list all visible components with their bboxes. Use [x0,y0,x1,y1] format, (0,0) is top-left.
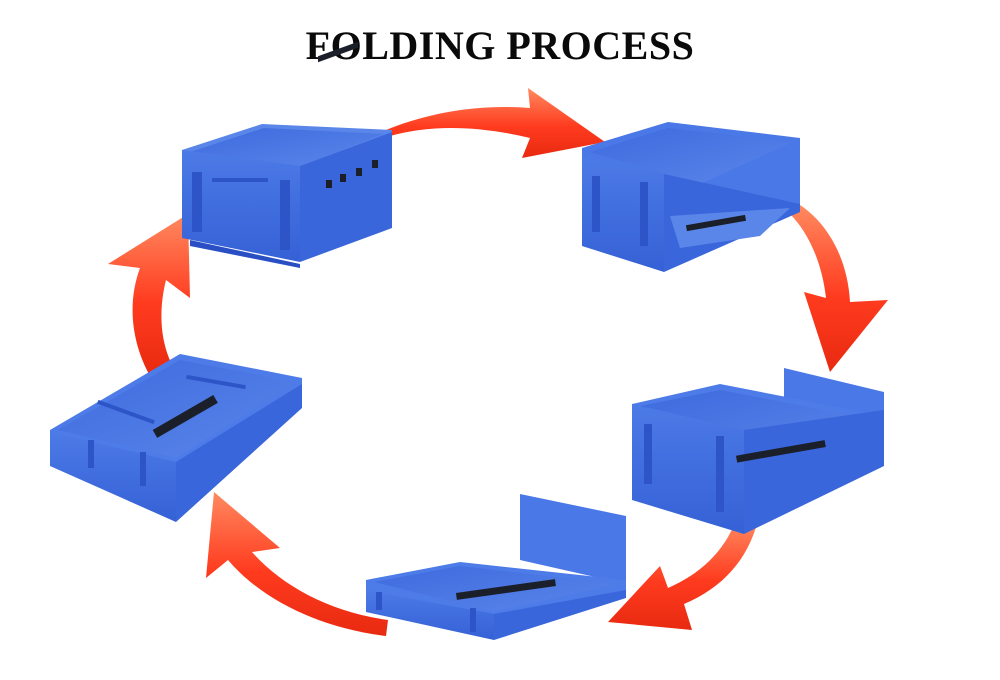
curved-arrow-icon [608,520,758,630]
arrow-step2-to-step3 [790,205,888,372]
crate-step-1-assembled [182,41,392,268]
arrow-step4-to-step5 [206,492,388,636]
arrow-step5-to-step1 [108,214,190,376]
diagram-title: FOLDING PROCESS [305,23,695,68]
curved-arrow-icon [790,205,888,372]
arrow-step3-to-step4 [608,520,758,630]
crate-step-5-collapsed [50,354,302,522]
curved-arrow-icon [108,214,190,376]
curved-arrow-icon [206,492,388,636]
crate-step-4-long-wall-folded [366,494,626,640]
crate-step-2-front-folded [582,122,800,272]
curved-arrow-icon [386,88,605,158]
crate-step-3-sides-folded [632,368,884,534]
arrow-step1-to-step2 [386,88,605,158]
